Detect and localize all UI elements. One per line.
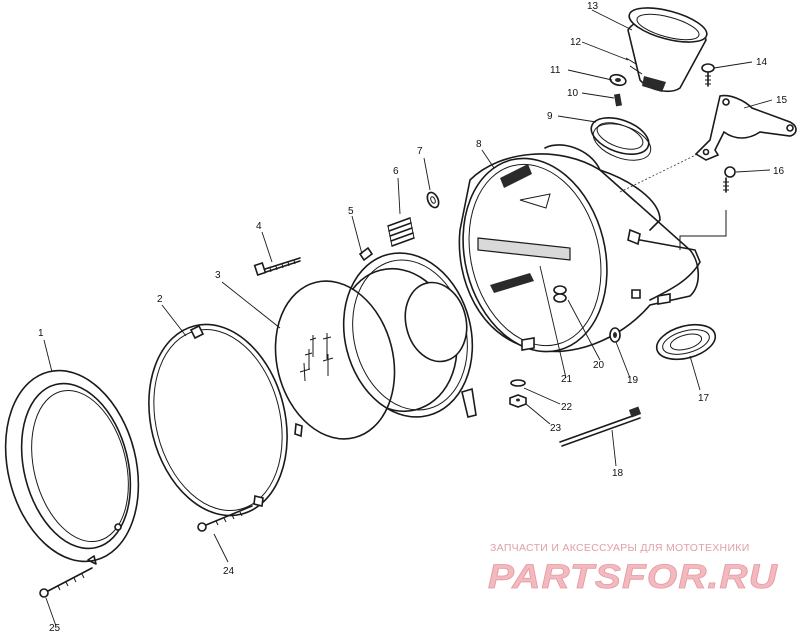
callout-15: 15 bbox=[776, 95, 788, 106]
callout-3: 3 bbox=[215, 270, 221, 281]
part-4-adjusting-screw bbox=[253, 257, 301, 276]
part-15-bracket bbox=[694, 94, 797, 161]
callout-16: 16 bbox=[773, 166, 785, 177]
part-6-spring bbox=[387, 217, 415, 247]
callout-19: 19 bbox=[627, 375, 639, 386]
part-3-sealed-beam bbox=[274, 267, 458, 440]
leader-lines bbox=[43, 9, 773, 627]
callout-6: 6 bbox=[393, 166, 399, 177]
part-22-washer bbox=[510, 379, 526, 387]
part-9-boot bbox=[590, 116, 652, 161]
callout-21: 21 bbox=[561, 374, 573, 385]
callout-5: 5 bbox=[348, 206, 354, 217]
part-24-screw bbox=[197, 505, 253, 532]
part-7-washer bbox=[426, 191, 440, 209]
part-14-screw bbox=[701, 63, 715, 87]
callout-8: 8 bbox=[476, 139, 482, 150]
callout-13: 13 bbox=[587, 1, 599, 12]
part-16-screw bbox=[679, 166, 736, 250]
callout-17: 17 bbox=[698, 393, 710, 404]
callout-7: 7 bbox=[417, 146, 423, 157]
part-20-nut bbox=[553, 285, 567, 303]
callout-1: 1 bbox=[38, 328, 44, 339]
part-23-nut bbox=[509, 394, 527, 408]
watermark: ЗАПЧАСТИ И АКСЕССУАРЫ ДЛЯ МОТОТЕХНИКИ PA… bbox=[488, 542, 779, 596]
callout-10: 10 bbox=[567, 88, 579, 99]
callout-labels: 1 2 3 4 5 6 7 8 9 10 11 12 13 14 15 16 1… bbox=[38, 1, 788, 633]
watermark-tagline: ЗАПЧАСТИ И АКСЕССУАРЫ ДЛЯ МОТОТЕХНИКИ bbox=[490, 542, 750, 554]
part-25-screw bbox=[39, 567, 93, 598]
part-17-grommet bbox=[655, 323, 717, 361]
callout-18: 18 bbox=[612, 468, 624, 479]
callout-4: 4 bbox=[256, 221, 262, 232]
callout-2: 2 bbox=[157, 294, 163, 305]
part-10-screw bbox=[614, 93, 622, 107]
part-19-nut bbox=[609, 327, 621, 343]
callout-12: 12 bbox=[570, 37, 582, 48]
callout-9: 9 bbox=[547, 111, 553, 122]
callout-23: 23 bbox=[550, 423, 562, 434]
callout-20: 20 bbox=[593, 360, 605, 371]
part-8-housing bbox=[458, 139, 707, 353]
callout-25: 25 bbox=[49, 623, 61, 633]
part-18-cable-tie bbox=[559, 406, 642, 447]
part-5-mounting-ring bbox=[342, 246, 477, 418]
part-11-nut bbox=[609, 73, 627, 87]
callout-11: 11 bbox=[550, 65, 561, 76]
callout-14: 14 bbox=[756, 57, 768, 68]
callout-24: 24 bbox=[223, 566, 235, 577]
callout-22: 22 bbox=[561, 402, 573, 413]
watermark-logo: PARTSFOR.RU bbox=[488, 558, 779, 596]
part-1-trim-ring bbox=[4, 369, 140, 565]
part-13-indicator-housing bbox=[625, 7, 708, 92]
part-2-retaining-ring bbox=[148, 323, 303, 517]
